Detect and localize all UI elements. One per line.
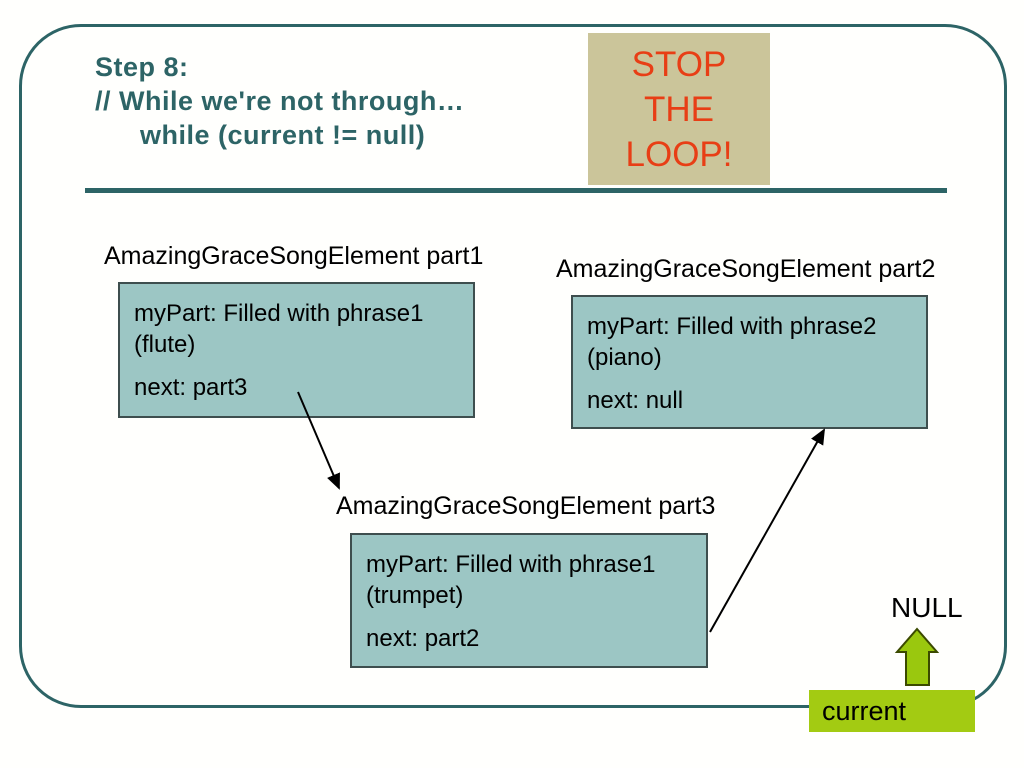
null-label: NULL <box>891 592 963 623</box>
part2-mypart-line1: myPart: Filled with phrase2 <box>587 313 877 340</box>
stop-line-2: THE <box>644 89 714 129</box>
part1-next-field: next: part3 <box>134 374 248 401</box>
stop-line-1: STOP <box>631 44 727 84</box>
node-label-part1: AmazingGraceSongElement part1 <box>104 242 484 270</box>
part3-mypart-line1: myPart: Filled with phrase1 <box>366 551 656 578</box>
title-separator-rule <box>85 188 947 193</box>
slide-title: Step 8: // While we're not through… whil… <box>95 50 464 152</box>
part1-mypart-line2: (flute) <box>134 331 196 358</box>
node-box-part1: myPart: Filled with phrase1 (flute) next… <box>118 282 475 418</box>
node-box-part2: myPart: Filled with phrase2 (piano) next… <box>571 295 928 429</box>
stop-line-3: LOOP! <box>625 134 733 174</box>
part2-next-field: next: null <box>587 387 684 414</box>
title-code-line: while (current != null) <box>140 120 426 150</box>
part3-next-field: next: part2 <box>366 625 480 652</box>
node-label-part2: AmazingGraceSongElement part2 <box>556 255 936 283</box>
part2-mypart-line2: (piano) <box>587 344 662 371</box>
part3-mypart-line2: (trumpet) <box>366 582 464 609</box>
slide-border-frame <box>19 24 1007 708</box>
title-step-line: Step 8: <box>95 52 189 82</box>
part1-mypart-line1: myPart: Filled with phrase1 <box>134 300 424 327</box>
stop-the-loop-callout: STOP THE LOOP! <box>588 33 770 185</box>
node-box-part3: myPart: Filled with phrase1 (trumpet) ne… <box>350 533 708 668</box>
node-label-part3: AmazingGraceSongElement part3 <box>336 492 716 520</box>
current-pointer-box: current <box>809 690 975 732</box>
title-comment-line: // While we're not through… <box>95 86 465 116</box>
